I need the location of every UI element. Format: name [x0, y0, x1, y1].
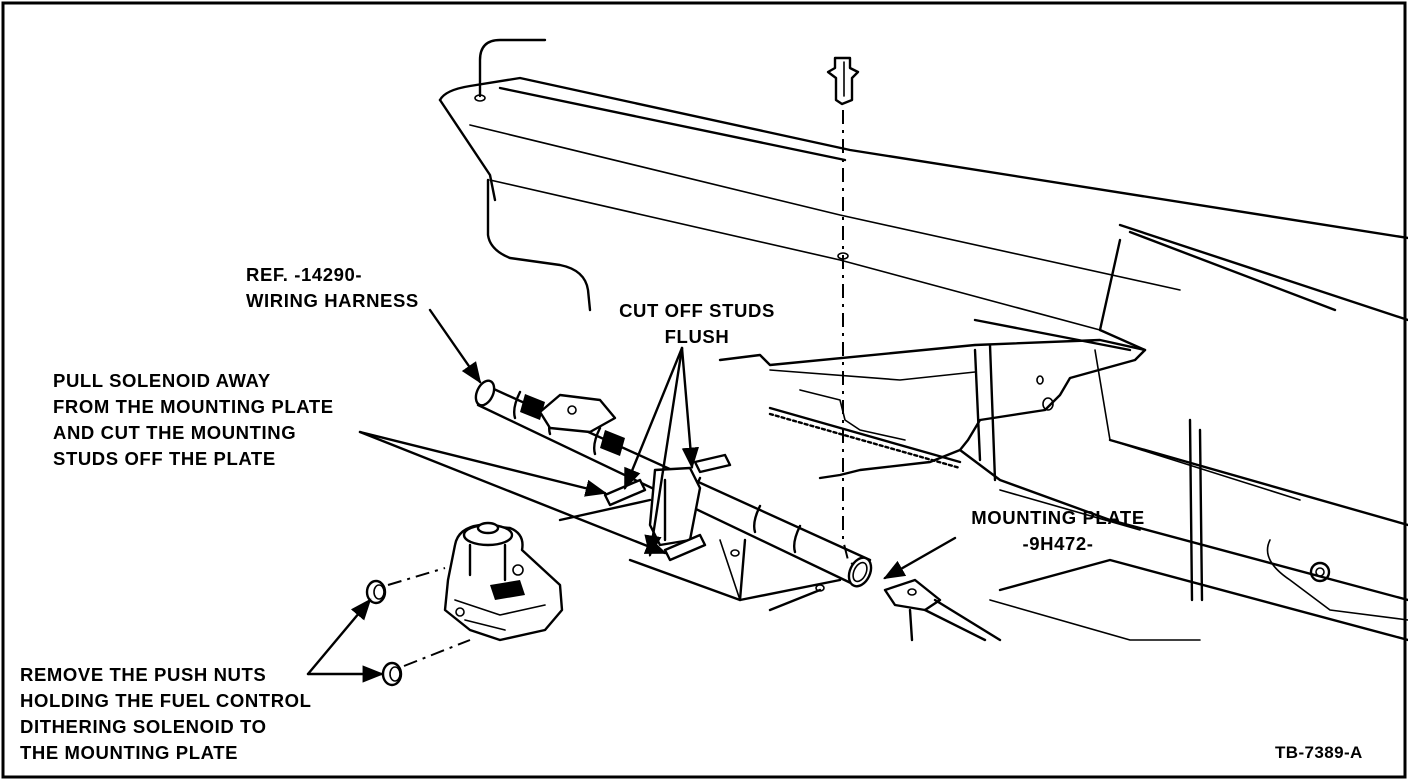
- pin-centerline: [842, 110, 871, 581]
- cut-off-studs-label: CUT OFF STUDS FLUSH: [602, 298, 792, 350]
- dithering-solenoid: [443, 521, 564, 642]
- upper-body-panel: [438, 76, 1408, 332]
- remove-push-nuts-label-line-2: HOLDING THE FUEL CONTROL: [20, 690, 312, 711]
- pull-solenoid-label-line-1: PULL SOLENOID AWAY: [53, 370, 271, 391]
- mounting-plate-label: MOUNTING PLATE -9H472-: [952, 505, 1164, 557]
- cut-off-studs-label-line-1: CUT OFF STUDS: [619, 300, 775, 321]
- remove-push-nuts-label: REMOVE THE PUSH NUTS HOLDING THE FUEL CO…: [20, 662, 312, 766]
- mounting-plate-label-line-1: MOUNTING PLATE: [971, 507, 1145, 528]
- leader-arrows: [306, 308, 957, 683]
- wiring-harness-label-line-2: WIRING HARNESS: [246, 290, 419, 311]
- lower-frame: [558, 498, 1002, 642]
- pull-solenoid-label-line-4: STUDS OFF THE PLATE: [53, 448, 276, 469]
- mounting-plate: [718, 318, 1408, 642]
- pull-solenoid-label: PULL SOLENOID AWAY FROM THE MOUNTING PLA…: [53, 368, 334, 472]
- pull-solenoid-label-line-3: AND CUT THE MOUNTING: [53, 422, 297, 443]
- harness-cylinder: [474, 379, 873, 588]
- cut-off-studs-label-line-2: FLUSH: [664, 326, 730, 347]
- remove-push-nuts-label-line-3: DITHERING SOLENOID TO: [20, 716, 267, 737]
- wiring-harness-label: REF. -14290- WIRING HARNESS: [246, 262, 419, 314]
- wiring-harness-label-line-1: REF. -14290-: [246, 264, 363, 285]
- remove-push-nuts-label-line-1: REMOVE THE PUSH NUTS: [20, 664, 267, 685]
- pull-solenoid-label-line-2: FROM THE MOUNTING PLATE: [53, 396, 334, 417]
- mounting-plate-label-line-2: -9H472-: [1022, 533, 1094, 554]
- remove-push-nuts-label-line-4: THE MOUNTING PLATE: [20, 742, 239, 763]
- figure-code: TB-7389-A: [1275, 743, 1363, 762]
- push-pin-fastener: [826, 56, 860, 106]
- harness-wire: [478, 38, 592, 312]
- plate-hatch-strip: [768, 406, 962, 470]
